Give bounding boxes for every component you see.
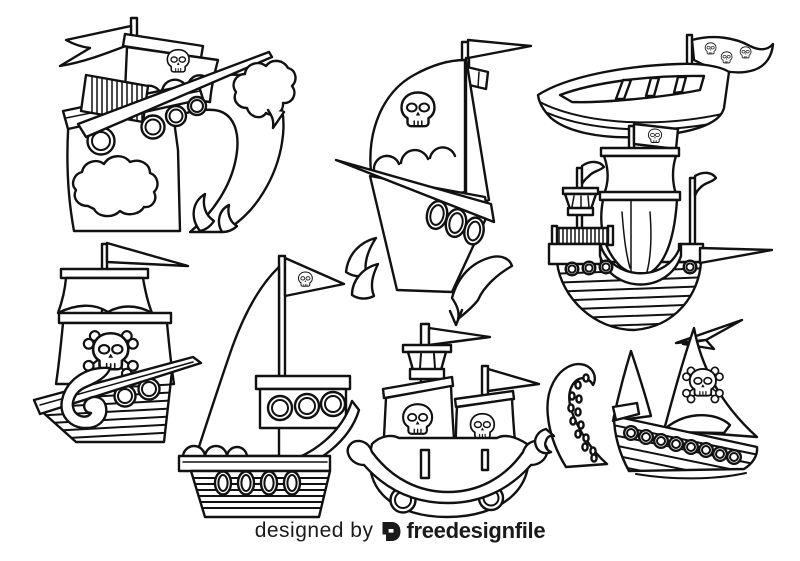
flag: [466, 38, 533, 60]
splash-curl: [533, 427, 556, 455]
skull-icon: [402, 403, 434, 435]
skull-icon: [469, 412, 496, 439]
ship-rowboat: Wooden rowboat with deck planks and a lo…: [536, 33, 775, 139]
splash: [674, 318, 744, 351]
ship-crossbones: Pirate ship with skull-and-crossbones ma…: [32, 241, 203, 444]
mast-foot: [480, 448, 490, 472]
cloud-notch: [266, 108, 286, 130]
mast-foot: [419, 448, 431, 480]
deck-bar: [177, 454, 332, 473]
crow-nest-rim: [401, 343, 453, 354]
water-line: [635, 472, 747, 480]
skull-icon: [400, 91, 436, 128]
bow-block: [611, 401, 641, 422]
hull-portholes: [213, 470, 302, 496]
aft-flag: [693, 171, 718, 198]
sail: [194, 265, 281, 458]
brand-text: freedesignfile: [406, 518, 546, 543]
gunwale-curve: [598, 242, 683, 286]
crow-nest: [406, 350, 448, 372]
portholes: [266, 390, 347, 422]
skull-icon: [704, 42, 717, 55]
wave-curl: [217, 203, 239, 234]
ship-kraken: Pirate ship with skull-and-crossbones sa…: [533, 326, 759, 480]
freedesignfile-logo-icon: [380, 521, 401, 542]
bowsprit: [334, 158, 496, 224]
inner-deck: [558, 74, 706, 104]
crow-nest: [561, 186, 600, 196]
mid-yard: [57, 311, 173, 325]
mid-yard: [598, 190, 682, 202]
credit-line: designed by freedesignfile: [0, 518, 800, 544]
pennant-tip: [448, 308, 464, 327]
splash: [350, 262, 380, 300]
fore-sail: [611, 349, 653, 423]
skull-icon: [720, 51, 733, 64]
aft-flag: [486, 367, 541, 393]
splash: [344, 236, 378, 278]
skull-icon: [297, 271, 313, 287]
portholes: [564, 259, 698, 277]
top-sail: [56, 276, 154, 315]
upper-sail: [602, 154, 678, 196]
deck-left: [547, 242, 603, 266]
portholes: [86, 95, 208, 156]
top-yard: [599, 146, 681, 158]
pennant: [105, 241, 190, 268]
credit-text: designed by: [254, 519, 374, 542]
fore-yard: [381, 375, 455, 400]
skull-icon: [739, 46, 752, 59]
ship-twin-sails: Front-facing pirate ship with two skull …: [346, 308, 549, 519]
pennant: [427, 326, 492, 347]
deck-planks: [614, 75, 688, 101]
skull-icon: [647, 128, 663, 143]
stern-curve: [660, 414, 732, 435]
flag: [58, 24, 133, 68]
bowsprit: [76, 50, 274, 139]
ship-wave-rider: Pirate ship riding a large curling wave,…: [58, 16, 297, 234]
wave-curl: [192, 192, 216, 233]
prow-curl: [60, 366, 112, 430]
ship-sailboat: Sailboat with skull pennant, large trian…: [177, 254, 361, 519]
cabin-roof: [254, 374, 352, 391]
ship-galleon: Pirate galleon with skull flag, crow's n…: [547, 122, 774, 351]
top-yard: [59, 267, 150, 280]
pennant: [283, 256, 346, 298]
crow-nest-base: [408, 367, 446, 381]
tentacle-suckers: [567, 373, 598, 463]
ship-big-sail: Pirate ship with tall rounded skull main…: [334, 38, 533, 321]
skull-icon: [166, 48, 190, 73]
foam-cloud: [71, 155, 159, 218]
portholes: [623, 425, 743, 466]
deck-humps: [181, 444, 249, 459]
deck-humps: [372, 146, 457, 172]
fore-flag: [580, 160, 606, 186]
bowsprit: [698, 246, 774, 265]
aft-yard: [453, 389, 516, 409]
crow-nest-base: [566, 206, 595, 217]
